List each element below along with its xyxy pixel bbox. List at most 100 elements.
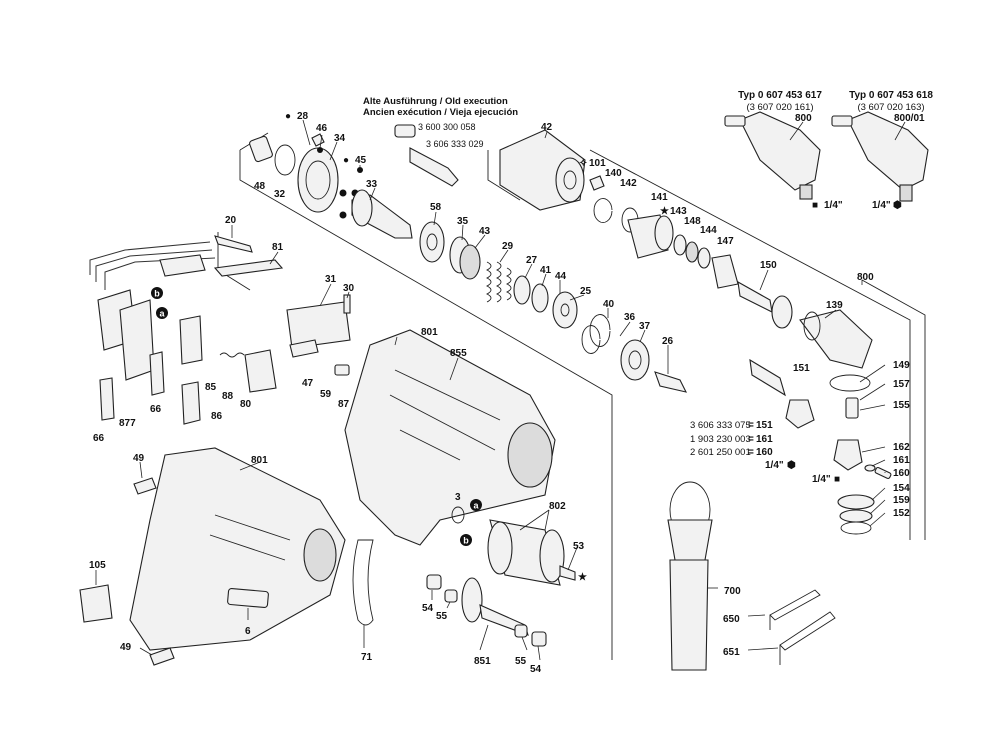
part-46-ball — [317, 147, 323, 153]
part-161-ball — [864, 464, 876, 472]
variant-618-hex-symbol: ⬢ — [893, 200, 902, 211]
label-149: 149 — [893, 360, 910, 371]
switch-group — [89, 235, 351, 425]
old-part-number-2: 3 606 333 029 — [426, 139, 484, 149]
variant-617-chuck: 1/4" — [824, 200, 843, 211]
part-86-contact — [181, 381, 201, 425]
label-141: 141 — [651, 192, 668, 203]
label-86: 86 — [211, 411, 223, 422]
label-162: 162 — [893, 442, 910, 453]
part-40-circlip — [589, 314, 611, 347]
old-execution-line-2: Ancien exécution / Vieja ejecución — [363, 107, 519, 118]
label-25: 25 — [580, 286, 592, 297]
ref-part-151: 151 — [756, 420, 773, 431]
ref-eq-3: = — [748, 447, 754, 458]
part-139-angle-head — [799, 309, 873, 369]
label-650: 650 — [723, 614, 740, 625]
part-81-contact-strip — [213, 259, 284, 277]
part-48-bracket — [249, 135, 273, 163]
part-53-pinion — [559, 565, 576, 581]
part-43-cage — [459, 244, 481, 280]
label-802: 802 — [549, 501, 566, 512]
part-801-left-housing — [129, 447, 346, 651]
label-32: 32 — [274, 189, 286, 200]
label-800-top: 800 — [795, 113, 812, 124]
variant-618-attachment — [847, 111, 929, 191]
label-855: 855 — [450, 348, 467, 359]
variant-617-attachment — [739, 111, 821, 191]
part-140-circlip — [593, 198, 613, 223]
variant-attachments — [724, 111, 929, 202]
part-160-spring — [874, 467, 892, 479]
label-801-left: 801 — [251, 455, 268, 466]
ref-part-161: 161 — [756, 434, 773, 445]
part-700-handle-grip — [669, 559, 709, 671]
part-154-bearing — [837, 494, 875, 510]
part-32-ring — [274, 144, 296, 176]
label-159: 159 — [893, 495, 910, 506]
assembly-frames — [217, 132, 926, 660]
part-151-bevel-gear — [785, 399, 815, 429]
old-part-number-1: 3 600 300 058 — [418, 122, 476, 132]
label-85: 85 — [205, 382, 217, 393]
variant-617-square-symbol: ■ — [812, 200, 818, 211]
label-157: 157 — [893, 379, 910, 390]
part-650-hex-key — [769, 589, 821, 621]
label-33: 33 — [366, 179, 378, 190]
part-55-bush-upper — [444, 589, 458, 603]
part-58-washer — [419, 221, 445, 263]
star-symbol-motor: ★ — [578, 572, 587, 583]
label-46: 46 — [316, 123, 328, 134]
label-45: 45 — [355, 155, 367, 166]
label-801-right: 801 — [421, 327, 438, 338]
label-800: 800 — [857, 272, 874, 283]
label-47: 47 — [302, 378, 314, 389]
label-81: 81 — [272, 242, 284, 253]
label-34: 34 — [334, 133, 346, 144]
part-34-gear — [297, 147, 339, 213]
part-162-bevel-gear — [833, 439, 863, 471]
part-36-circlip — [581, 325, 601, 354]
label-36: 36 — [624, 312, 636, 323]
part-49-screw-lower — [149, 647, 175, 666]
part-54-bush-upper — [426, 574, 442, 590]
label-105: 105 — [89, 560, 106, 571]
label-26: 26 — [662, 336, 674, 347]
label-41: 41 — [540, 265, 552, 276]
part-31-board — [286, 301, 351, 349]
variant-617-type: Typ 0 607 453 617 — [738, 90, 822, 101]
part-66-spring-right — [149, 351, 165, 396]
label-6: 6 — [245, 626, 251, 637]
part-801-right-housing — [344, 329, 556, 546]
label-800-01: 800/01 — [894, 113, 925, 124]
label-55-upper: 55 — [436, 611, 448, 622]
part-3-washer — [451, 506, 465, 524]
label-58: 58 — [430, 202, 442, 213]
ref-number-151: 3 606 333 075 — [690, 420, 751, 431]
old-execution-line-1: Alte Ausführung / Old execution — [363, 96, 508, 107]
old-part-058 — [394, 124, 416, 138]
part-151-shaft — [749, 358, 786, 397]
label-40: 40 — [603, 299, 615, 310]
part-148-ring — [685, 241, 699, 263]
label-30: 30 — [343, 283, 355, 294]
note-square-symbol: ■ — [834, 474, 840, 485]
label-155: 155 — [893, 400, 910, 411]
label-80: 80 — [240, 399, 252, 410]
handle-group — [667, 481, 836, 671]
dot-marker-28: ● — [285, 111, 291, 122]
dot-markers: ● ● — [285, 111, 349, 166]
label-851: 851 — [474, 656, 491, 667]
marker-a-motor: a — [473, 501, 479, 511]
label-142: 142 — [620, 178, 637, 189]
label-66-left: 66 — [93, 433, 105, 444]
motor-group — [426, 506, 576, 647]
label-66-right: 66 — [150, 404, 162, 415]
label-35: 35 — [457, 216, 469, 227]
part-152-circlip — [840, 521, 872, 535]
label-143: 143 — [670, 206, 687, 217]
label-54-upper: 54 — [422, 603, 434, 614]
ref-eq-2: = — [748, 434, 754, 445]
label-87: 87 — [338, 399, 350, 410]
